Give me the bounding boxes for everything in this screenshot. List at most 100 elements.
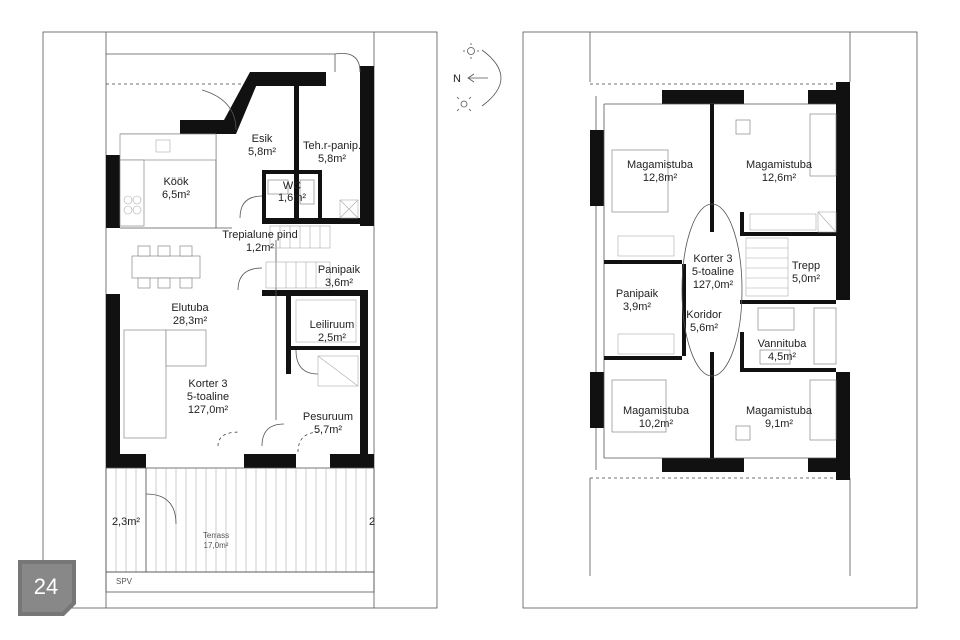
sun-rays-icon [456,96,472,112]
wall [740,368,836,372]
bed [809,113,837,177]
wall [106,454,146,468]
shelving [617,333,675,355]
kitchen-counter [119,133,217,161]
sun-icon [463,43,479,59]
staircase [265,225,331,289]
wall [662,458,744,472]
page-number: 24 [33,574,59,599]
chair [157,277,171,289]
spv-label: SPV [116,577,133,586]
room-area-elutuba: 28,3m² [173,315,208,327]
wall [294,86,299,220]
bed [611,379,667,433]
unit-name: Korter 3 [188,378,227,390]
unit-name-upper: Korter 3 [693,253,732,265]
stove-burner [132,205,142,215]
room-label-panipaik-upper: Panipaik [616,288,659,300]
wall [180,120,224,134]
room-label-trepialune-pind: Trepialune pind [222,229,297,241]
door-swing [261,423,285,447]
room-area-kook: 6,5m² [162,189,190,201]
dining-table [131,255,201,279]
compass-arc [481,49,502,107]
door-swing [217,431,241,447]
unit-area: 127,0m² [188,404,229,416]
wall [836,82,850,300]
room-area-trepp: 5,0m² [792,273,820,285]
kitchen-counter [119,159,145,227]
room-area-magamistuba-3: 10,2m² [639,418,674,430]
door-swing [334,53,361,73]
wall [682,264,686,356]
chair [137,245,151,257]
wall [590,130,604,206]
desk-chair [735,119,751,135]
room-area-trepialune-pind: 1,2m² [246,242,274,254]
bathtub [813,307,837,365]
room-area-magamistuba-1: 12,8m² [643,172,678,184]
shower [317,355,359,387]
wash-basin [267,179,289,195]
room-area-magamistuba-4: 9,1m² [765,418,793,430]
room-area-leiliruum: 2,5m² [318,332,346,344]
staircase [745,211,837,297]
wall [360,290,368,460]
stove-burner [123,195,133,205]
toilet [299,179,315,205]
bed [611,149,669,213]
room-label-magamistuba-3: Magamistuba [623,405,690,417]
room-area-pesuruum: 5,7m² [314,424,342,436]
room-label-magamistuba-1: Magamistuba [627,159,694,171]
wall [604,356,682,360]
chair [179,245,193,257]
room-label-tehnoruum: Teh.r-panip. [303,140,361,152]
toilet [759,349,791,365]
room-label-terrass: Terrass [203,531,229,540]
sofa-chaise [165,329,207,367]
upper-floor-plan: Magamistuba 12,8m² Magamistuba 12,6m² Tr… [522,31,918,609]
sauna-bench [295,299,357,343]
corridor-outline [681,203,743,377]
wall [590,372,604,428]
wall [740,332,744,372]
door-swing [295,349,319,375]
wall [318,174,322,220]
north-arrow-icon [467,73,488,83]
room-area-wc: 1,6m² [278,192,306,204]
room-area-panipaik: 3,6m² [325,277,353,289]
door-swing [297,431,321,453]
wall [106,155,120,228]
stove-burner [132,195,142,205]
sheet-frame-right [522,31,918,609]
room-area-tehnoruum: 5,8m² [318,153,346,165]
wall [262,218,368,224]
room-label-koridor: Koridor [686,309,722,321]
compass-north-label: N [453,73,461,85]
room-label-kook: Köök [163,176,189,188]
boiler [339,199,359,219]
room-area-vannituba: 4,5m² [768,351,796,363]
chair [157,245,171,257]
sofa [123,329,167,439]
door-swing [237,267,263,291]
desk-chair [735,425,751,441]
unit-type-upper: 5-toaline [692,266,734,278]
room-area-panipaik-upper: 3,9m² [623,301,651,313]
wall [106,294,120,466]
sink [155,139,171,153]
sheet-frame-left [42,31,438,609]
room-label-trepp: Trepp [792,260,820,272]
wall [250,72,326,86]
shower [317,355,359,387]
room-label-esik: Esik [252,133,273,145]
shelving [617,235,675,257]
boiler [339,199,359,219]
wall [740,300,836,304]
room-area-esik: 5,8m² [248,146,276,158]
wall [262,170,322,174]
room-label-vannituba: Vannituba [758,338,808,350]
room-label-wc: WC [283,180,301,192]
wall [604,260,682,264]
